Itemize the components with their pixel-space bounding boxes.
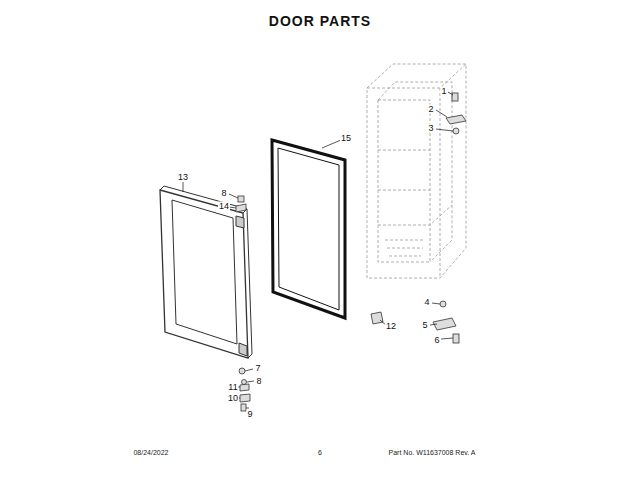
leader-line: [432, 303, 440, 304]
callout-number: 7: [254, 364, 261, 373]
callout-number: 5: [421, 321, 428, 330]
leader-line: [430, 324, 437, 325]
bushing: [236, 204, 246, 212]
cabinet-rack: [385, 240, 425, 256]
screw: [241, 404, 246, 411]
leader-line: [246, 408, 249, 409]
cabinet-liner: [378, 100, 430, 262]
leader-line: [183, 182, 184, 192]
leader-lines: [183, 92, 453, 408]
leader-line: [441, 338, 453, 339]
callout-number: 8: [220, 189, 227, 198]
gasket-inner: [278, 148, 339, 310]
hardware-drawing: [236, 93, 466, 411]
screw: [452, 93, 458, 101]
pin: [238, 196, 244, 202]
callout-number: 11: [227, 383, 238, 392]
callout-number: 14: [218, 202, 230, 211]
door-edge: [160, 186, 252, 358]
callout-number: 6: [433, 336, 440, 345]
door-drawing: [160, 186, 252, 358]
callout-number: 12: [385, 322, 397, 331]
leader-line: [436, 110, 447, 117]
gasket-outer: [272, 140, 345, 318]
door-frame: [160, 190, 248, 358]
footer-text: 6: [318, 449, 322, 456]
leader-line: [229, 207, 236, 208]
callout-number: 1: [440, 87, 447, 96]
leader-line: [448, 92, 453, 95]
washer: [453, 128, 459, 134]
leader-line: [247, 381, 254, 382]
callout-number: 8: [255, 377, 262, 386]
door-hinge-pocket: [236, 216, 247, 356]
callout-number: 9: [246, 410, 253, 419]
top-hinge: [446, 115, 466, 124]
footer-text: 08/24/2022: [133, 449, 168, 456]
door-glass: [172, 200, 237, 344]
callout-number: 3: [427, 124, 434, 133]
cabinet-edge: [367, 64, 466, 278]
screw: [453, 334, 459, 343]
bushing: [239, 368, 245, 374]
bracket: [240, 384, 249, 391]
gasket-drawing: [272, 140, 345, 318]
footer-text: Part No. W11637008 Rev. A: [389, 449, 476, 456]
washer: [440, 301, 446, 307]
leader-line: [322, 140, 341, 148]
bracket: [240, 394, 250, 402]
callout-number: 10: [227, 394, 239, 403]
leader-line: [245, 369, 253, 371]
callout-number: 15: [340, 134, 352, 143]
pin: [242, 380, 247, 385]
leader-line: [229, 194, 238, 198]
cabinet-liner: [378, 82, 452, 262]
callout-number: 13: [177, 173, 189, 182]
cabinet-shelf: [378, 150, 452, 225]
page-title: DOOR PARTS: [269, 14, 371, 28]
cabinet-outline: [367, 64, 466, 278]
leader-line: [436, 129, 453, 131]
hinge-cover: [371, 312, 383, 324]
callout-number: 4: [423, 298, 430, 307]
cabinet-drawing: [367, 64, 466, 278]
callout-number: 2: [427, 105, 434, 114]
